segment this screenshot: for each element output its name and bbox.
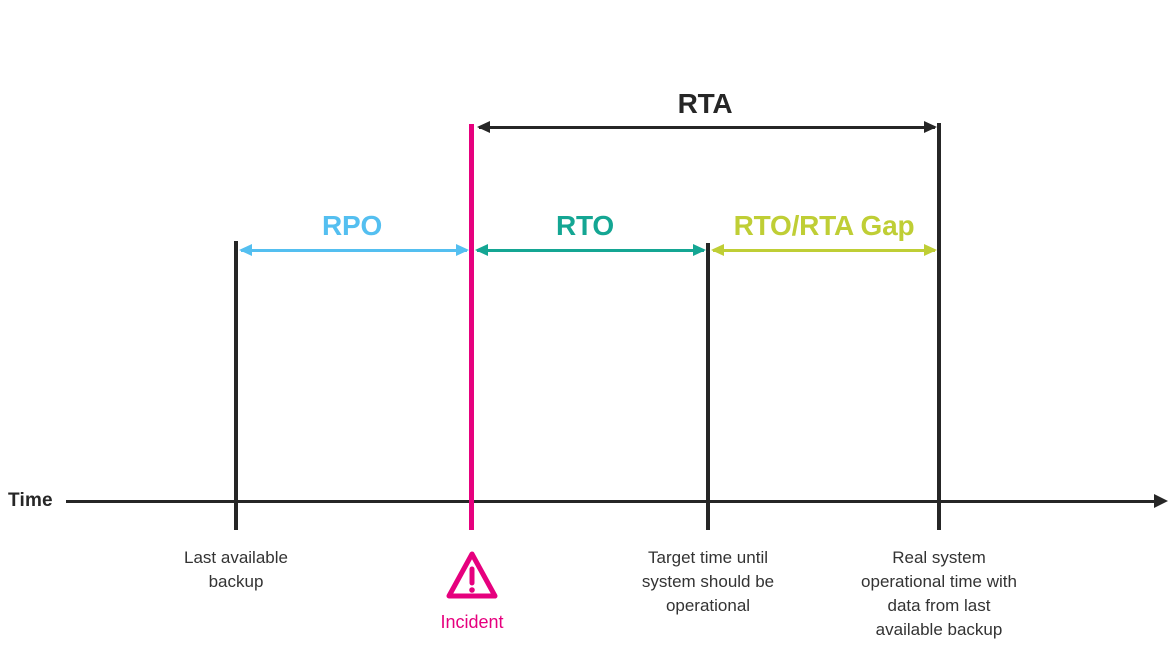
warning-triangle-icon xyxy=(444,548,500,604)
time-axis-line xyxy=(66,500,1156,503)
span-arrow-rta xyxy=(477,121,937,133)
milestone-label-last-available-backup: Last available backup xyxy=(184,548,288,591)
milestone-line-real-operational-time xyxy=(937,123,941,530)
span-arrow-rto xyxy=(475,244,706,256)
milestone-line-target-operational-time xyxy=(706,243,710,530)
span-label-rto: RTO xyxy=(556,210,614,241)
milestone-line-last-available-backup xyxy=(234,241,238,530)
milestone-label-real-operational-time: Real system operational time with data f… xyxy=(861,548,1017,639)
span-arrow-rpo xyxy=(239,244,469,256)
span-label-rpo: RPO xyxy=(321,210,383,241)
time-axis-label: Time xyxy=(8,490,53,511)
milestone-label-target-operational-time: Target time until system should be opera… xyxy=(641,548,775,615)
span-label-rta: RTA xyxy=(677,88,733,119)
span-arrow-rto-rta-gap xyxy=(711,244,937,256)
span-label-rto-rta-gap: RTO/RTA Gap xyxy=(733,210,915,241)
time-axis-arrowhead-icon xyxy=(1154,494,1168,508)
milestone-label-incident: Incident xyxy=(440,612,504,632)
milestone-line-incident xyxy=(469,124,474,530)
